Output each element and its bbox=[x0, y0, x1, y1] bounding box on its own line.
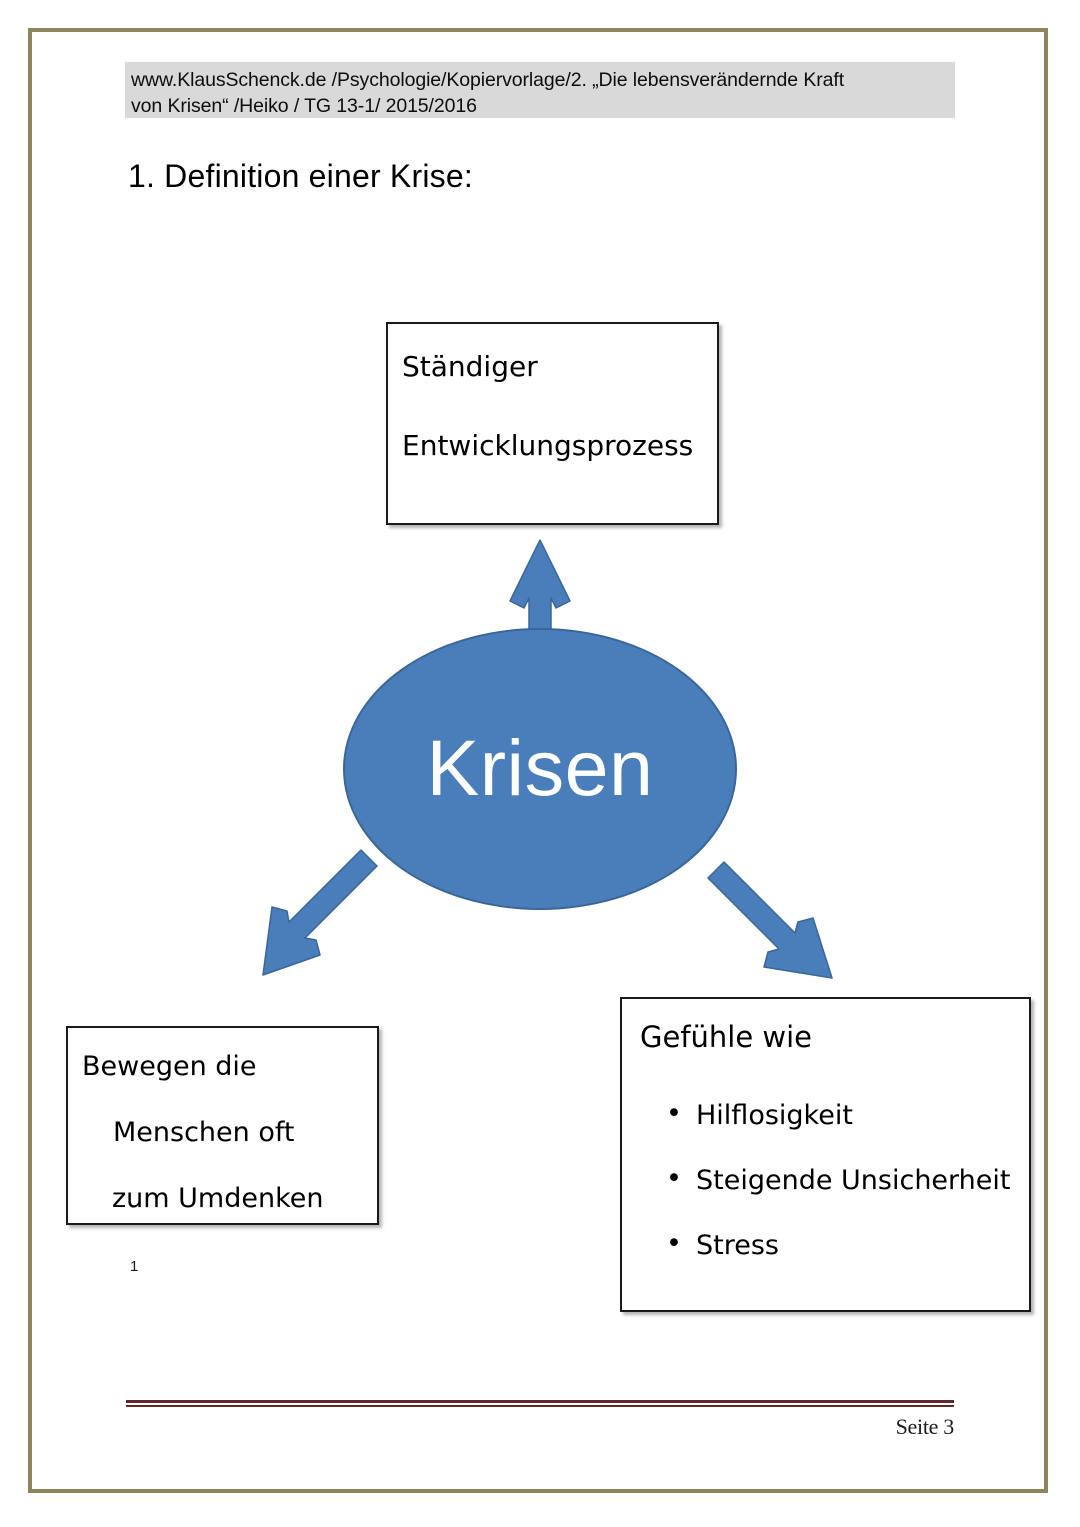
arrow-down-left-to-left-box bbox=[262, 849, 378, 976]
top-box-line-1: Ständiger bbox=[402, 350, 538, 383]
list-item: Hilflosigkeit bbox=[666, 1097, 1019, 1132]
left-box-line-1: Bewegen die bbox=[82, 1051, 257, 1082]
diagram-box-top: Ständiger Entwicklungsprozess bbox=[386, 322, 719, 525]
top-box-line-2: Entwicklungsprozess bbox=[402, 429, 694, 462]
list-item: Steigende Unsicherheit bbox=[666, 1162, 1019, 1197]
right-box-heading: Gefühle wie bbox=[640, 1020, 813, 1054]
header-source-text: www.KlausSchenck.de /Psychologie/Kopierv… bbox=[131, 69, 845, 117]
arrow-down-right-to-right-box bbox=[707, 861, 833, 979]
list-item: Stress bbox=[666, 1227, 1019, 1262]
header-source-band: www.KlausSchenck.de /Psychologie/Kopierv… bbox=[125, 62, 955, 118]
page-title: 1. Definition einer Krise: bbox=[128, 158, 473, 194]
left-box-line-2: Menschen oft bbox=[113, 1117, 295, 1148]
right-box-bullet-list: Hilflosigkeit Steigende Unsicherheit Str… bbox=[640, 1097, 1019, 1262]
diagram-box-left: Bewegen die Menschen oft zum Umdenken bbox=[66, 1026, 379, 1225]
footer-page-number: Seite 3 bbox=[895, 1414, 955, 1439]
diagram-center-ellipse: Krisen bbox=[343, 628, 737, 910]
footer-divider bbox=[126, 1400, 954, 1407]
footnote-marker: 1 bbox=[130, 1258, 139, 1275]
center-ellipse-label: Krisen bbox=[426, 722, 654, 812]
diagram-box-right: Gefühle wie Hilflosigkeit Steigende Unsi… bbox=[620, 997, 1031, 1312]
left-box-line-3: zum Umdenken bbox=[112, 1183, 324, 1214]
